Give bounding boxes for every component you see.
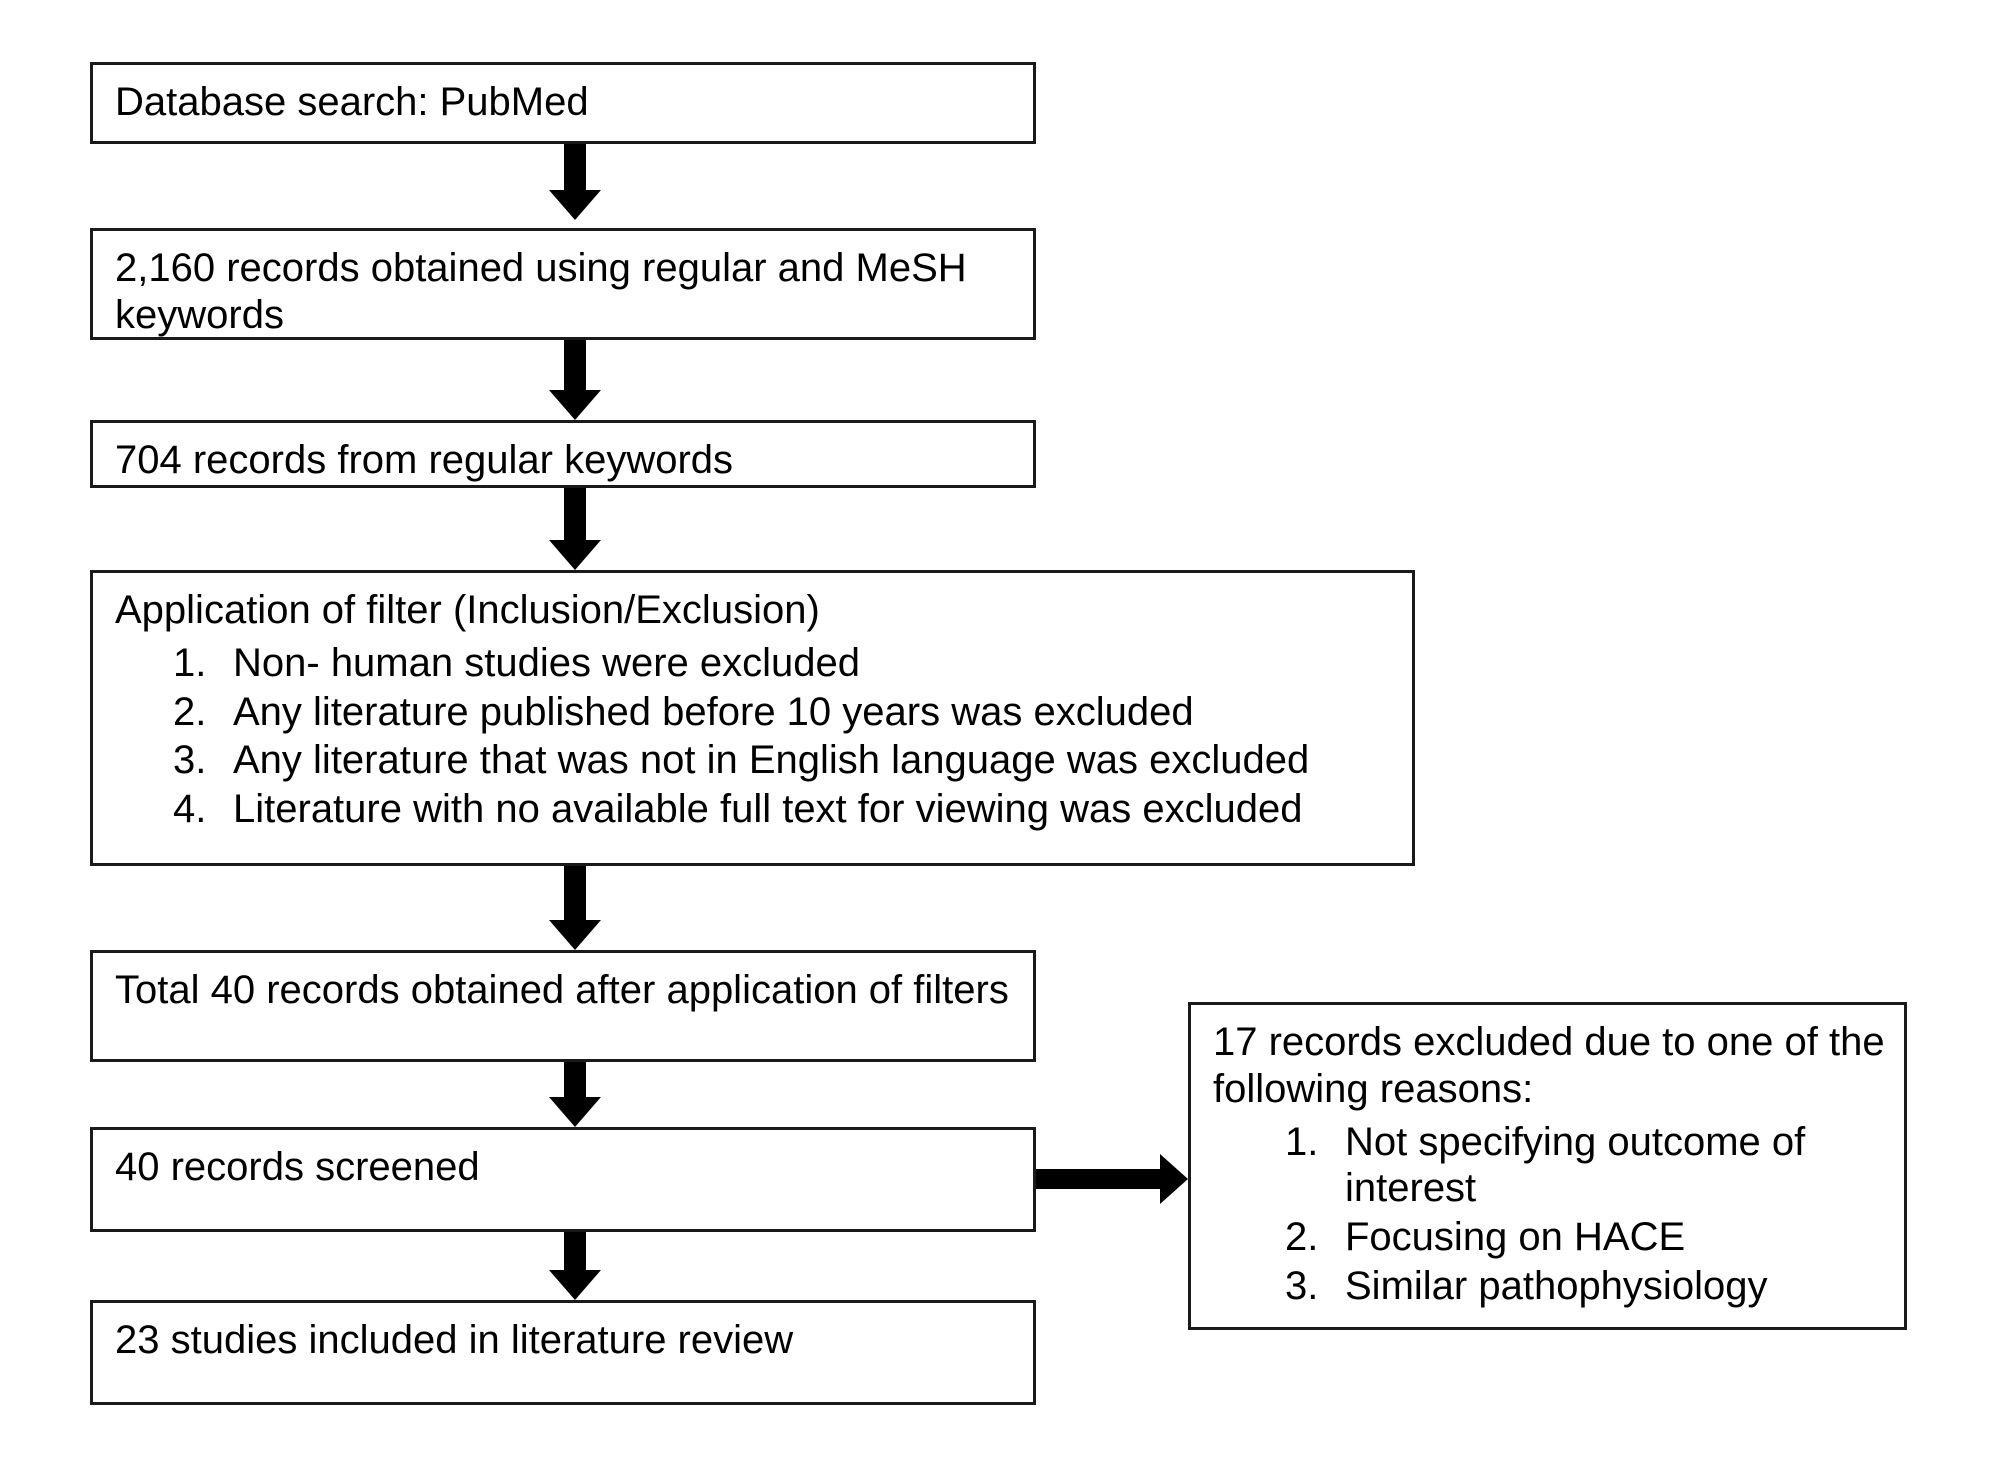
list-item: 2. Focusing on HACE [1213, 1214, 1886, 1261]
list-item-text: Focusing on HACE [1345, 1215, 1686, 1260]
node-total-after-filters: Total 40 records obtained after applicat… [90, 950, 1036, 1062]
arrow-head [549, 190, 601, 220]
node-database-search: Database search: PubMed [90, 62, 1036, 144]
node-regular-keywords: 704 records from regular keywords [90, 420, 1036, 488]
node-total-after-filters-label: Total 40 records obtained after applicat… [115, 968, 1009, 1012]
node-records-screened: 40 records screened [90, 1127, 1036, 1232]
list-item-text: Any literature that was not in English l… [233, 738, 1310, 783]
list-item: 1. Not specifying outcome of interest [1213, 1119, 1886, 1213]
list-item-number: 3. [173, 738, 207, 783]
arrow-shaft [564, 1232, 586, 1270]
exclusion-reasons-list: 1. Not specifying outcome of interest 2.… [1213, 1119, 1886, 1310]
arrow-head [549, 1270, 601, 1300]
filter-criteria-list: 1. Non- human studies were excluded 2. A… [115, 640, 1394, 833]
node-regular-keywords-label: 704 records from regular keywords [115, 438, 734, 482]
list-item-text: Non- human studies were excluded [233, 640, 861, 685]
arrow-shaft [564, 866, 586, 920]
arrow-head [549, 1097, 601, 1127]
list-item-text: Not specifying outcome of interest [1345, 1119, 1806, 1211]
list-item: 1. Non- human studies were excluded [115, 640, 1394, 687]
node-records-obtained-label: 2,160 records obtained using regular and… [115, 246, 978, 337]
list-item-text: Literature with no available full text f… [233, 787, 1303, 832]
list-item-number: 2. [173, 689, 207, 734]
list-item-number: 2. [1285, 1215, 1319, 1260]
node-records-obtained: 2,160 records obtained using regular and… [90, 228, 1036, 340]
list-item-number: 1. [1285, 1119, 1319, 1164]
node-records-excluded-label: 17 records excluded due to one of the fo… [1213, 1020, 1896, 1111]
list-item-number: 4. [173, 787, 207, 832]
node-records-screened-label: 40 records screened [115, 1145, 480, 1189]
list-item-text: Any literature published before 10 years… [233, 689, 1194, 734]
list-item: 2. Any literature published before 10 ye… [115, 689, 1394, 736]
list-item: 3. Any literature that was not in Englis… [115, 737, 1394, 784]
node-filter-label: Application of filter (Inclusion/Exclusi… [115, 588, 820, 632]
arrow-head [549, 540, 601, 570]
arrow-shaft [564, 340, 586, 390]
node-database-search-label: Database search: PubMed [115, 80, 589, 124]
list-item: 3. Similar pathophysiology [1213, 1263, 1886, 1310]
list-item-text: Similar pathophysiology [1345, 1263, 1768, 1308]
arrow-head [549, 390, 601, 420]
node-records-excluded: 17 records excluded due to one of the fo… [1188, 1002, 1907, 1330]
node-studies-included: 23 studies included in literature review [90, 1300, 1036, 1405]
arrow-head [549, 920, 601, 950]
node-studies-included-label: 23 studies included in literature review [115, 1318, 794, 1362]
arrow-shaft [564, 144, 586, 190]
list-item: 4. Literature with no available full tex… [115, 786, 1394, 833]
arrow-shaft [564, 1062, 586, 1097]
arrow-shaft [1036, 1169, 1160, 1189]
arrow-shaft [564, 488, 586, 540]
arrow-head [1160, 1154, 1188, 1204]
list-item-number: 1. [173, 640, 207, 685]
node-filter: Application of filter (Inclusion/Exclusi… [90, 570, 1415, 866]
list-item-number: 3. [1285, 1263, 1319, 1308]
